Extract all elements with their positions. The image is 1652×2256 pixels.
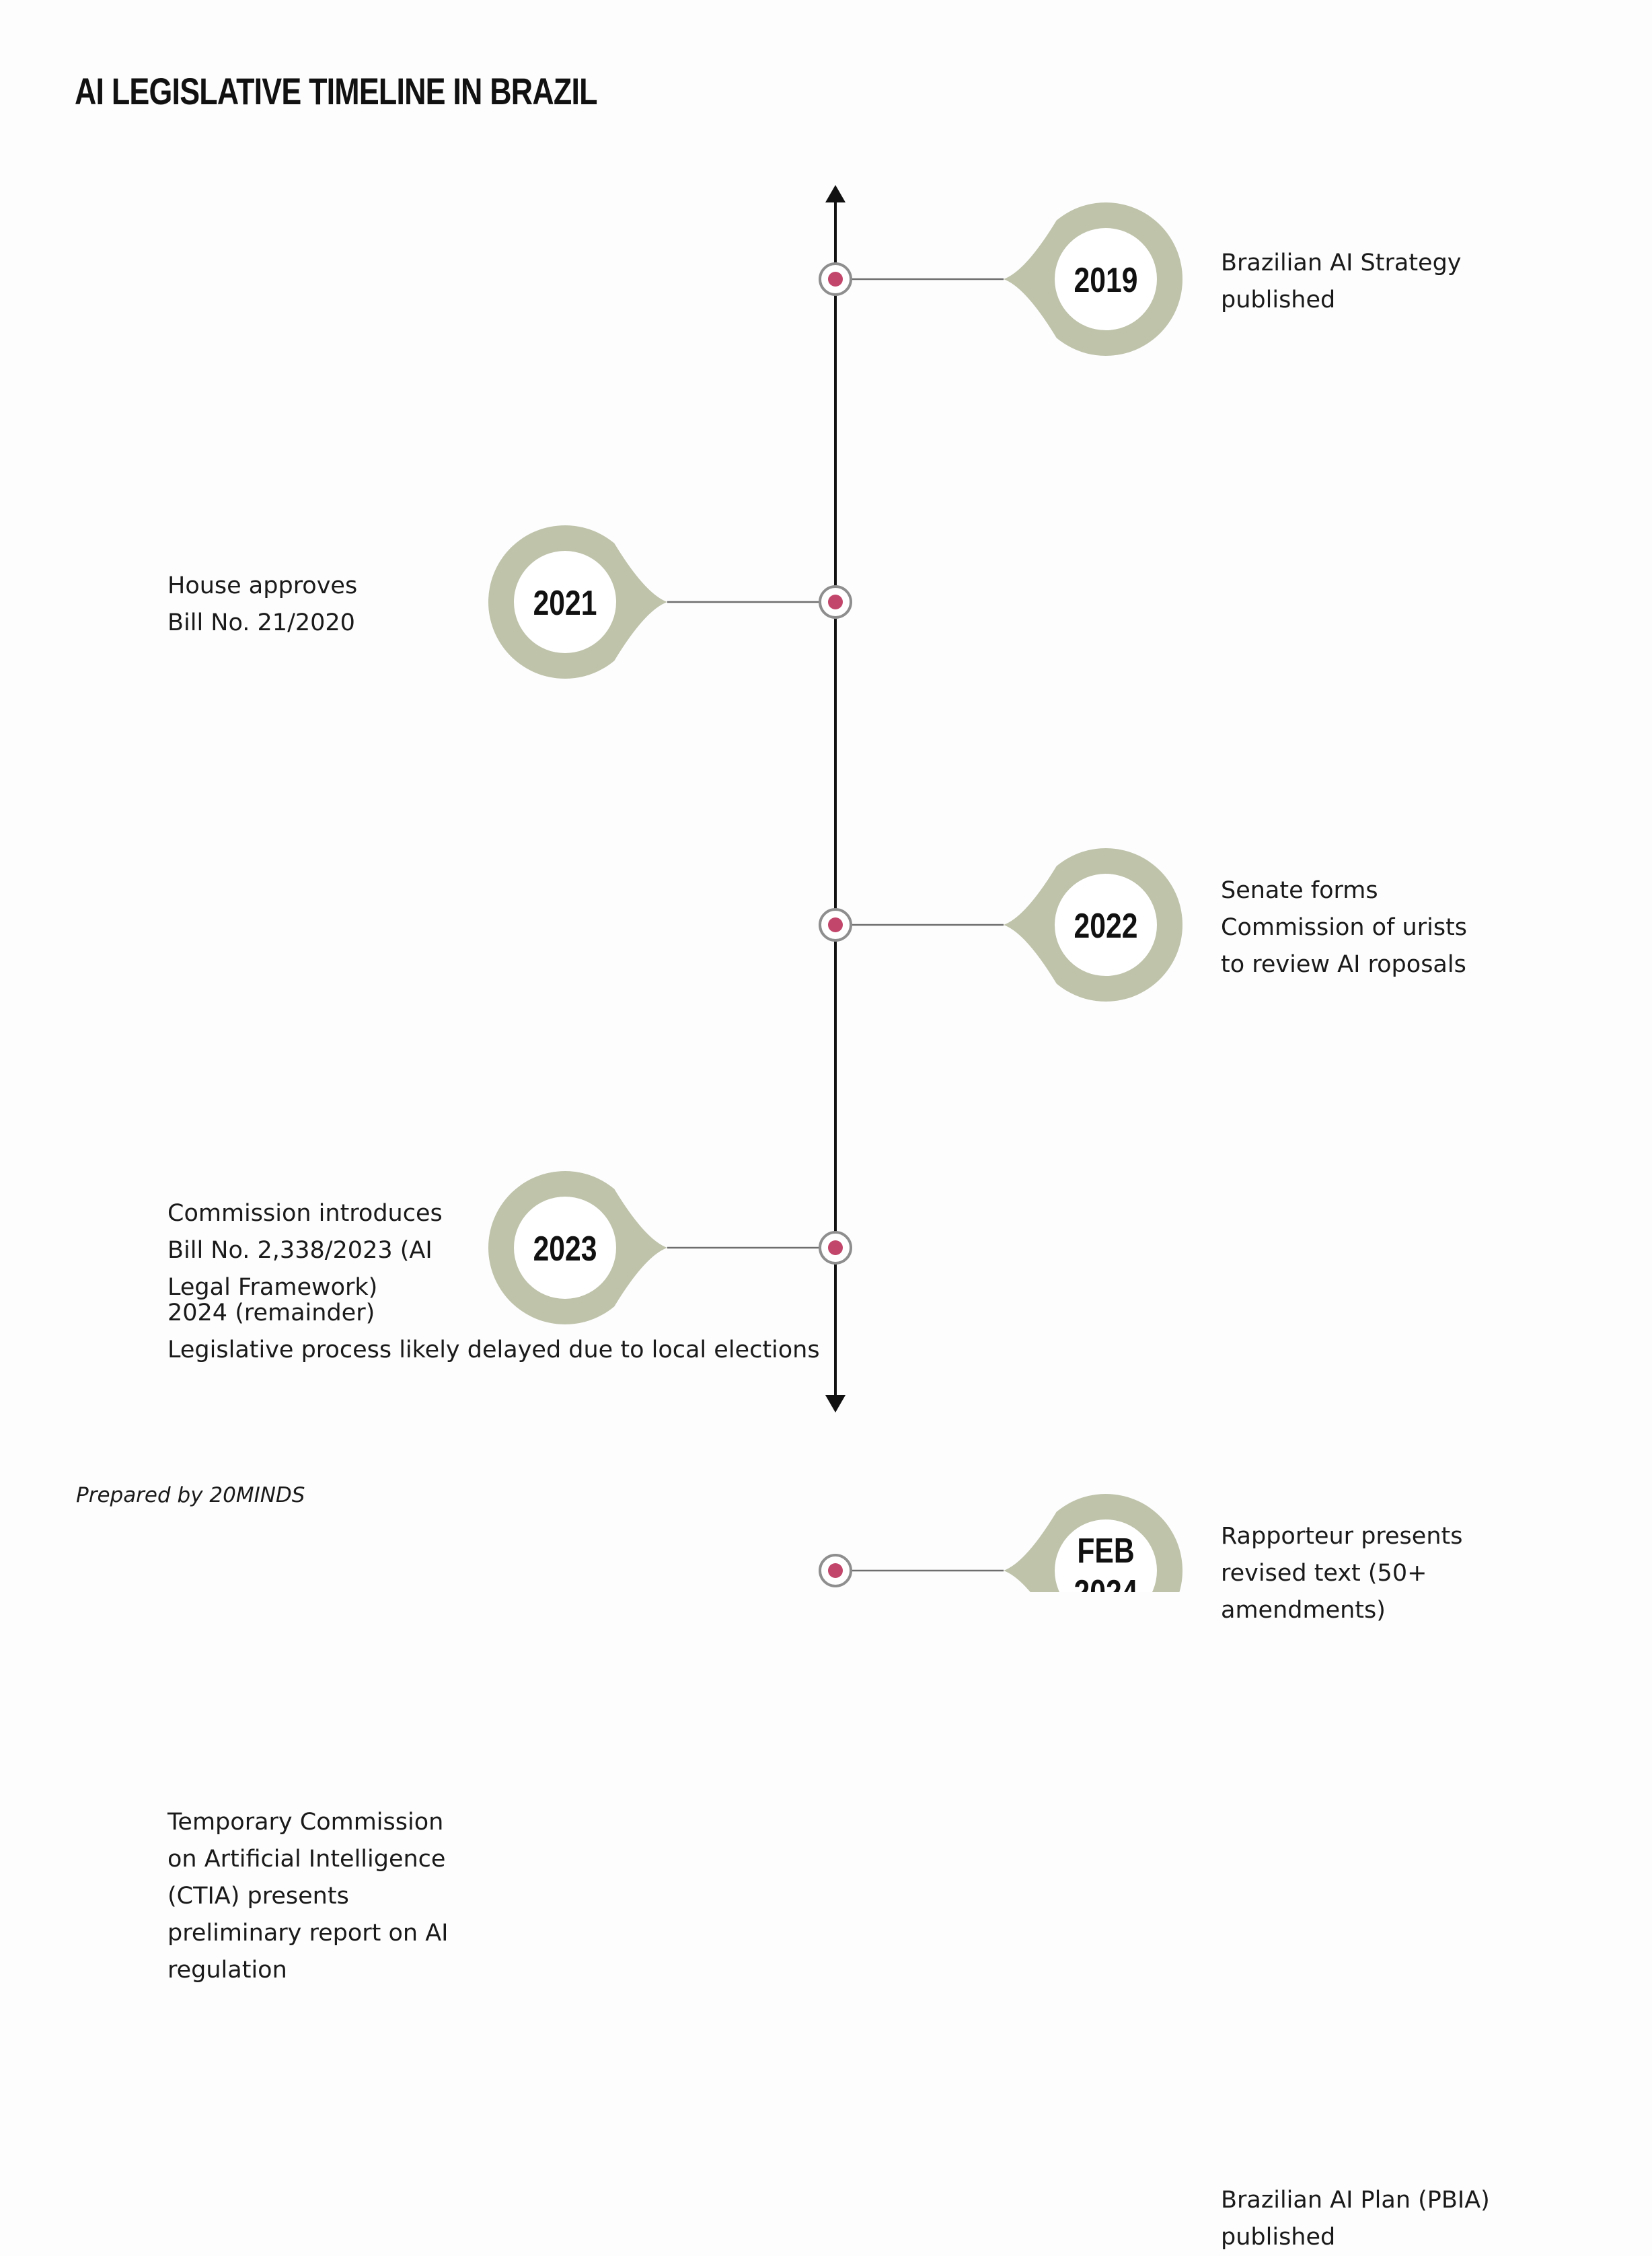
final-note: 2024 (remainder) Legislative process lik…: [167, 1295, 820, 1369]
axis-marker-dot: [828, 595, 843, 609]
date-label: 2019: [1074, 261, 1138, 300]
date-badge-center: [1055, 228, 1157, 330]
timeline-event-3: 2022: [819, 848, 1182, 1002]
footer-credit: Prepared by 20MINDS: [76, 1483, 305, 1507]
date-label: 2022: [1074, 907, 1138, 946]
event-description-line: Brazilian AI Strategy: [1221, 250, 1462, 276]
event-description-line: House approves: [167, 572, 358, 599]
event-description-line: Commission of urists: [1221, 913, 1468, 941]
event-description-line: published: [1221, 287, 1336, 313]
event-description-line: Temporary Commission: [167, 1808, 444, 1836]
event-description-line: published: [1221, 2224, 1336, 2251]
date-label: 2023: [533, 1230, 597, 1269]
timeline-event-5: FEB 2024: [819, 1494, 1182, 1592]
event-description-line: regulation: [167, 1956, 287, 1984]
timeline-diagram: 2019202120222023FEB2024APR2024AUG2024: [488, 185, 1183, 1592]
event-description-line: to review AI roposals: [1221, 950, 1466, 978]
event-description-line: revised text (50+: [1221, 1559, 1427, 1587]
date-badge-center: [1055, 1519, 1157, 1592]
axis-arrow-up: [825, 185, 846, 202]
event-description-1: Brazilian AI Strategy published: [1221, 245, 1462, 319]
event-description-6: Temporary Commission on Artificial Intell…: [167, 1804, 449, 1989]
date-label: 2021: [533, 584, 597, 623]
page-title: AI LEGISLATIVE TIMELINE IN BRAZIL: [75, 70, 597, 112]
event-description-line: on Artificial Intelligence: [167, 1845, 446, 1873]
date-badge-center: [514, 551, 616, 653]
axis-marker-dot: [828, 272, 843, 287]
event-description-line: Bill No. 2,338/2023 (AI: [167, 1236, 433, 1264]
event-description-7: Brazilian AI Plan (PBIA) published: [1221, 2182, 1490, 2256]
axis-arrow-down: [825, 1395, 846, 1413]
date-badge-center: [514, 1197, 616, 1299]
event-description-line: preliminary report on AI: [167, 1919, 449, 1947]
event-description-line: Rapporteur presents: [1221, 1522, 1463, 1550]
event-description-line: Senate forms: [1221, 876, 1378, 904]
event-description-line: amendments): [1221, 1596, 1386, 1624]
event-description-line: Legal Framework): [167, 1273, 378, 1301]
event-description-line: Bill No. 21/2020: [167, 609, 355, 636]
event-description-5: Rapporteur presents revised text (50+ amen…: [1221, 1518, 1462, 1629]
date-label: 2024: [1074, 1573, 1138, 1592]
event-description-line: Brazilian AI Plan (PBIA): [1221, 2187, 1490, 2214]
timeline-event-1: 2019: [819, 202, 1183, 356]
timeline-event-4: 2023: [488, 1171, 852, 1325]
axis-marker-dot: [828, 1240, 843, 1255]
axis-marker-dot: [828, 1563, 843, 1578]
date-label: FEB: [1077, 1532, 1134, 1571]
timeline-event-2: 2021: [488, 525, 852, 679]
event-description-line: Commission introduces: [167, 1199, 443, 1227]
final-note-heading: 2024 (remainder): [167, 1300, 375, 1326]
final-note-text: Legislative process likely delayed due t…: [167, 1337, 820, 1363]
event-description-line: (CTIA) presents: [167, 1882, 349, 1910]
date-badge-center: [1055, 874, 1157, 976]
axis-marker-dot: [828, 917, 843, 932]
